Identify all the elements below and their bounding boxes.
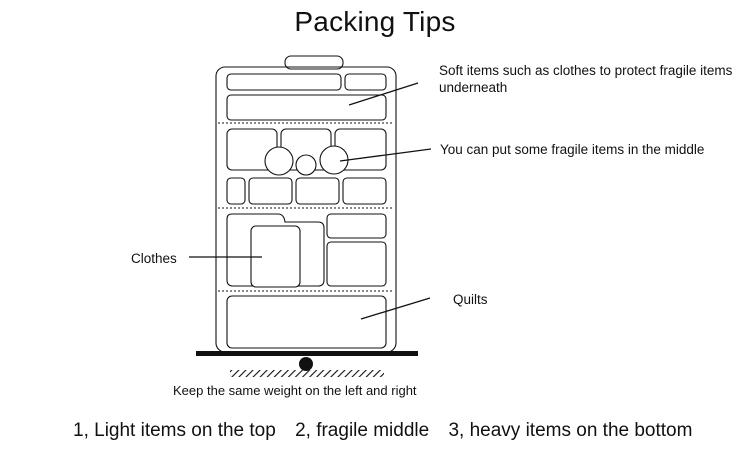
annotation-soft-items: Soft items such as clothes to protect fr…	[439, 63, 733, 95]
pointer-line-fragile	[339, 148, 432, 162]
annotation-clothes: Clothes	[131, 251, 177, 266]
item-box	[248, 177, 293, 205]
suitcase-body	[215, 66, 397, 353]
rule-middle: 2, fragile middle	[295, 420, 430, 441]
page-title: Packing Tips	[294, 6, 456, 37]
rule-top: 1, Light items on the top	[73, 420, 276, 441]
balance-beam	[196, 351, 418, 356]
rule-bottom: 3, heavy items on the bottom	[448, 420, 693, 441]
item-box	[295, 177, 340, 205]
suitcase-icon	[215, 55, 397, 353]
pointer-line-soft	[348, 82, 419, 106]
item-box	[326, 213, 387, 239]
annotation-quilts: Quilts	[453, 292, 488, 307]
clothes-box	[226, 213, 325, 287]
soft-item-box	[226, 94, 387, 121]
fragile-item-icon	[264, 146, 294, 176]
quilts-box	[226, 295, 387, 349]
pointer-line-quilts	[360, 297, 431, 320]
annotation-fragile-middle: You can put some fragile items in the mi…	[440, 142, 705, 157]
soft-item-box	[226, 73, 342, 91]
item-box	[226, 177, 246, 205]
balance-scale-icon	[196, 351, 418, 377]
item-box	[342, 177, 387, 205]
item-box	[326, 241, 387, 287]
suitcase-handle	[284, 55, 344, 70]
fragile-item-icon	[295, 154, 317, 176]
annotation-balance: Keep the same weight on the left and rig…	[173, 383, 417, 398]
balance-pivot	[299, 357, 313, 371]
soft-item-box	[344, 73, 387, 91]
balance-ground	[230, 370, 384, 377]
packing-rules: 1, Light items on the top 2, fragile mid…	[73, 420, 733, 442]
